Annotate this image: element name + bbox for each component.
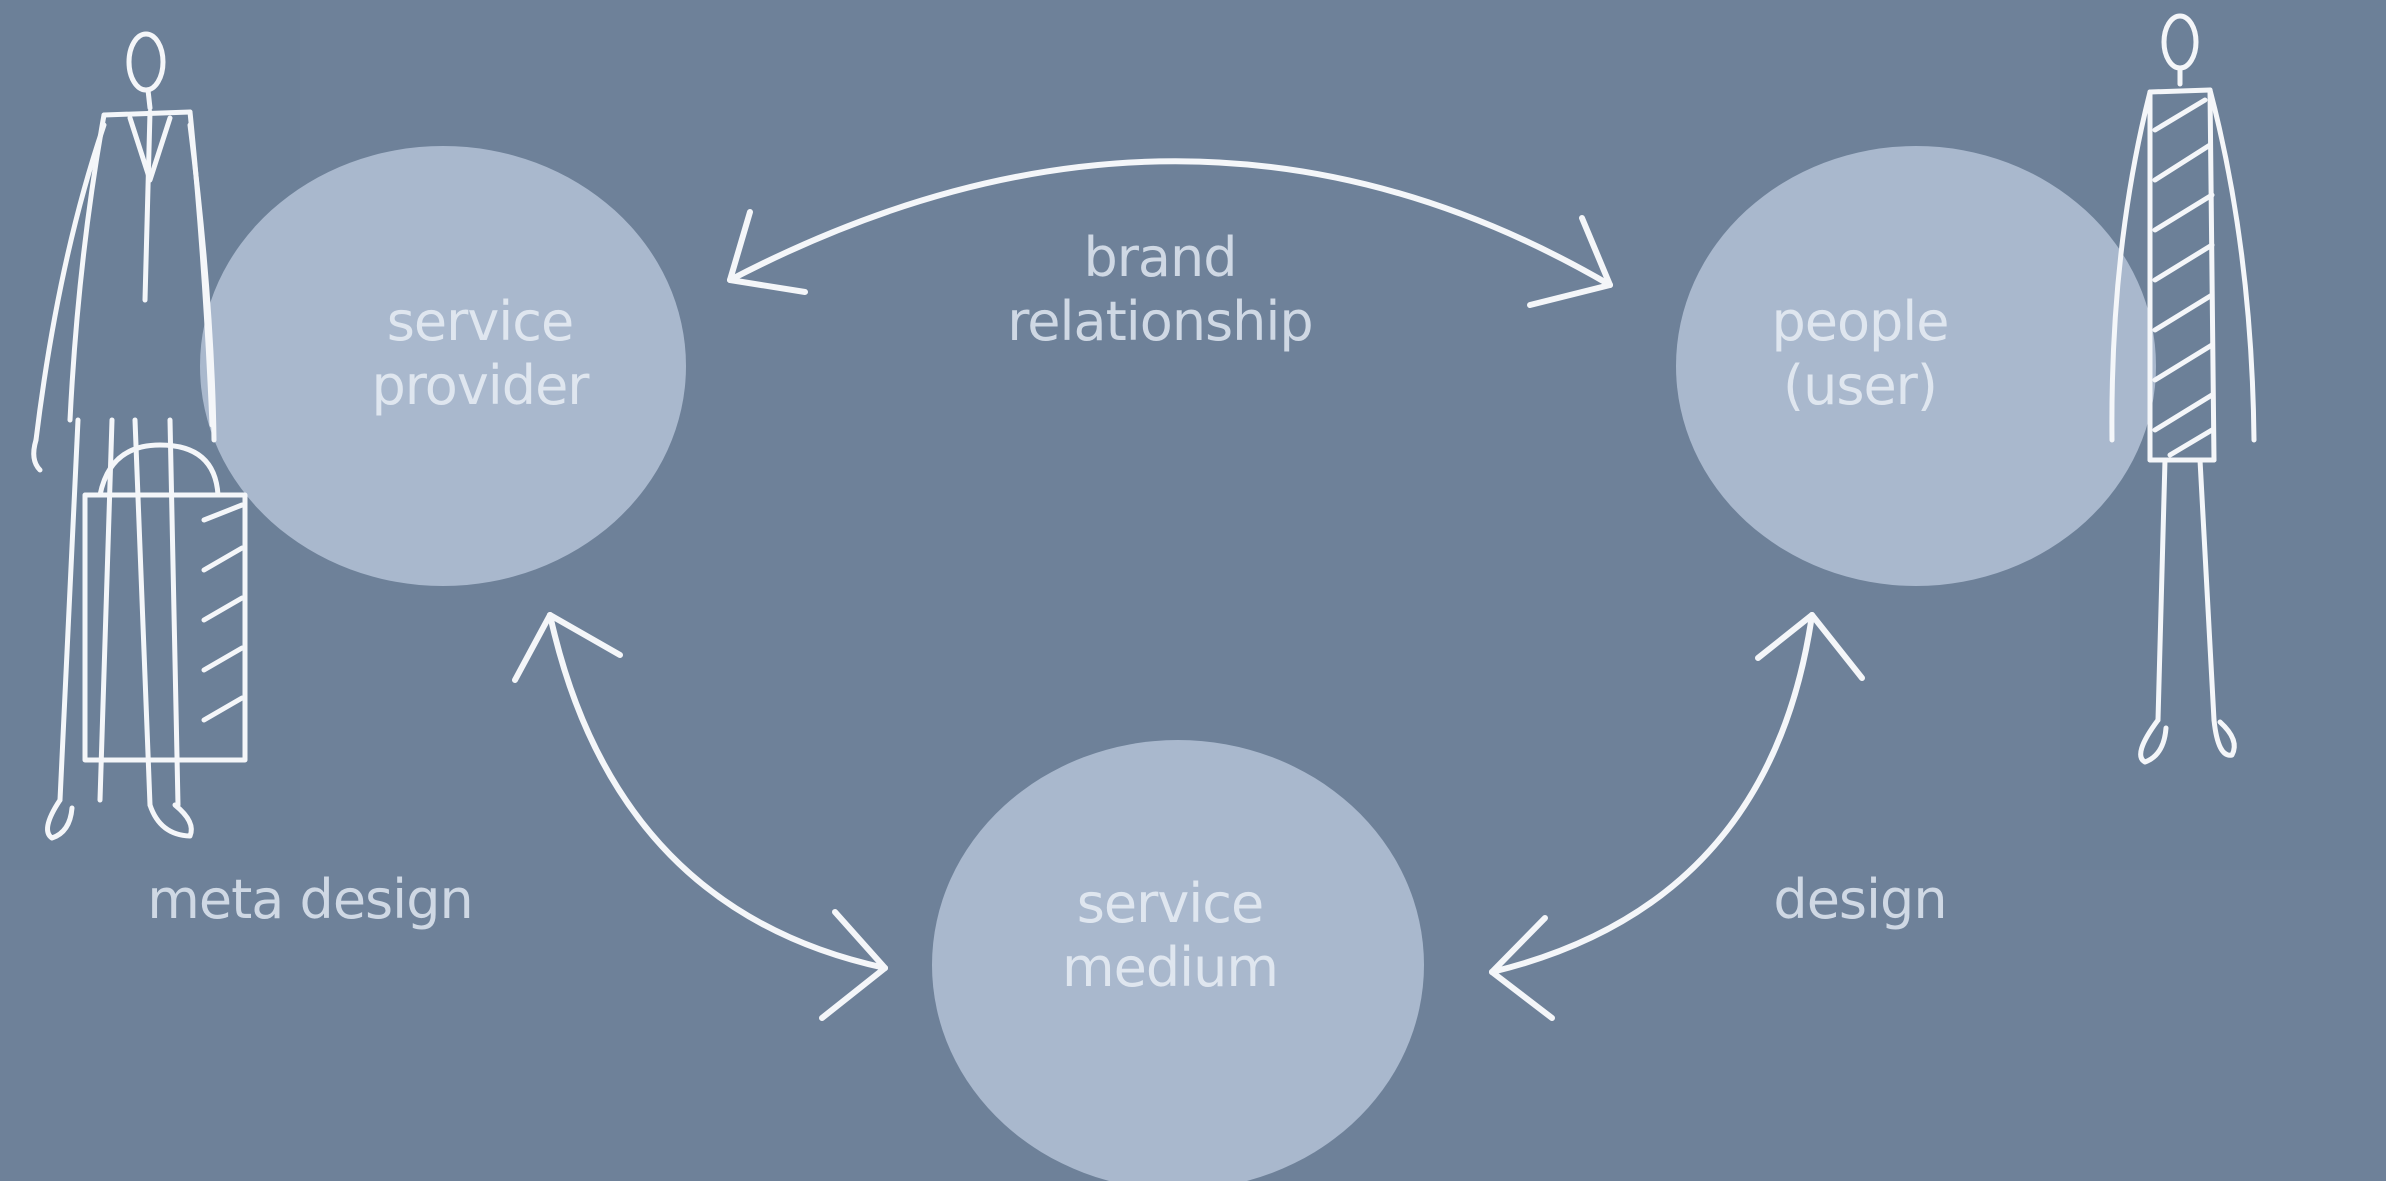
service-provider-node [200,146,686,586]
service-provider-label-line1: service [386,290,574,353]
design-label: design [1730,868,1990,932]
meta-design-label-text: meta design [147,868,473,931]
meta-design-label: meta design [120,868,500,932]
service-medium-label-line2: medium [1062,936,1279,999]
design-label-text: design [1773,868,1947,931]
service-medium-node [932,740,1424,1181]
brand-relationship-label-line1: brand [1083,226,1237,289]
design-arrow [1489,612,1865,1021]
brand-relationship-label-line2: relationship [1007,290,1313,353]
meta-design-arrow [512,612,888,1021]
service-medium-label: service medium [1000,872,1340,1000]
people-user-label-line1: people [1771,290,1949,353]
businessman-icon [31,31,248,841]
standing-person-icon [2109,13,2257,765]
people-user-node [1676,146,2156,586]
brand-relationship-label: brand relationship [960,226,1360,354]
people-user-label-line2: (user) [1783,354,1938,417]
service-provider-label-line2: provider [371,354,590,417]
people-user-label: people (user) [1720,290,2000,418]
brand-relationship-arrow [727,158,1613,308]
service-medium-label-line1: service [1076,872,1264,935]
service-provider-label: service provider [330,290,630,418]
